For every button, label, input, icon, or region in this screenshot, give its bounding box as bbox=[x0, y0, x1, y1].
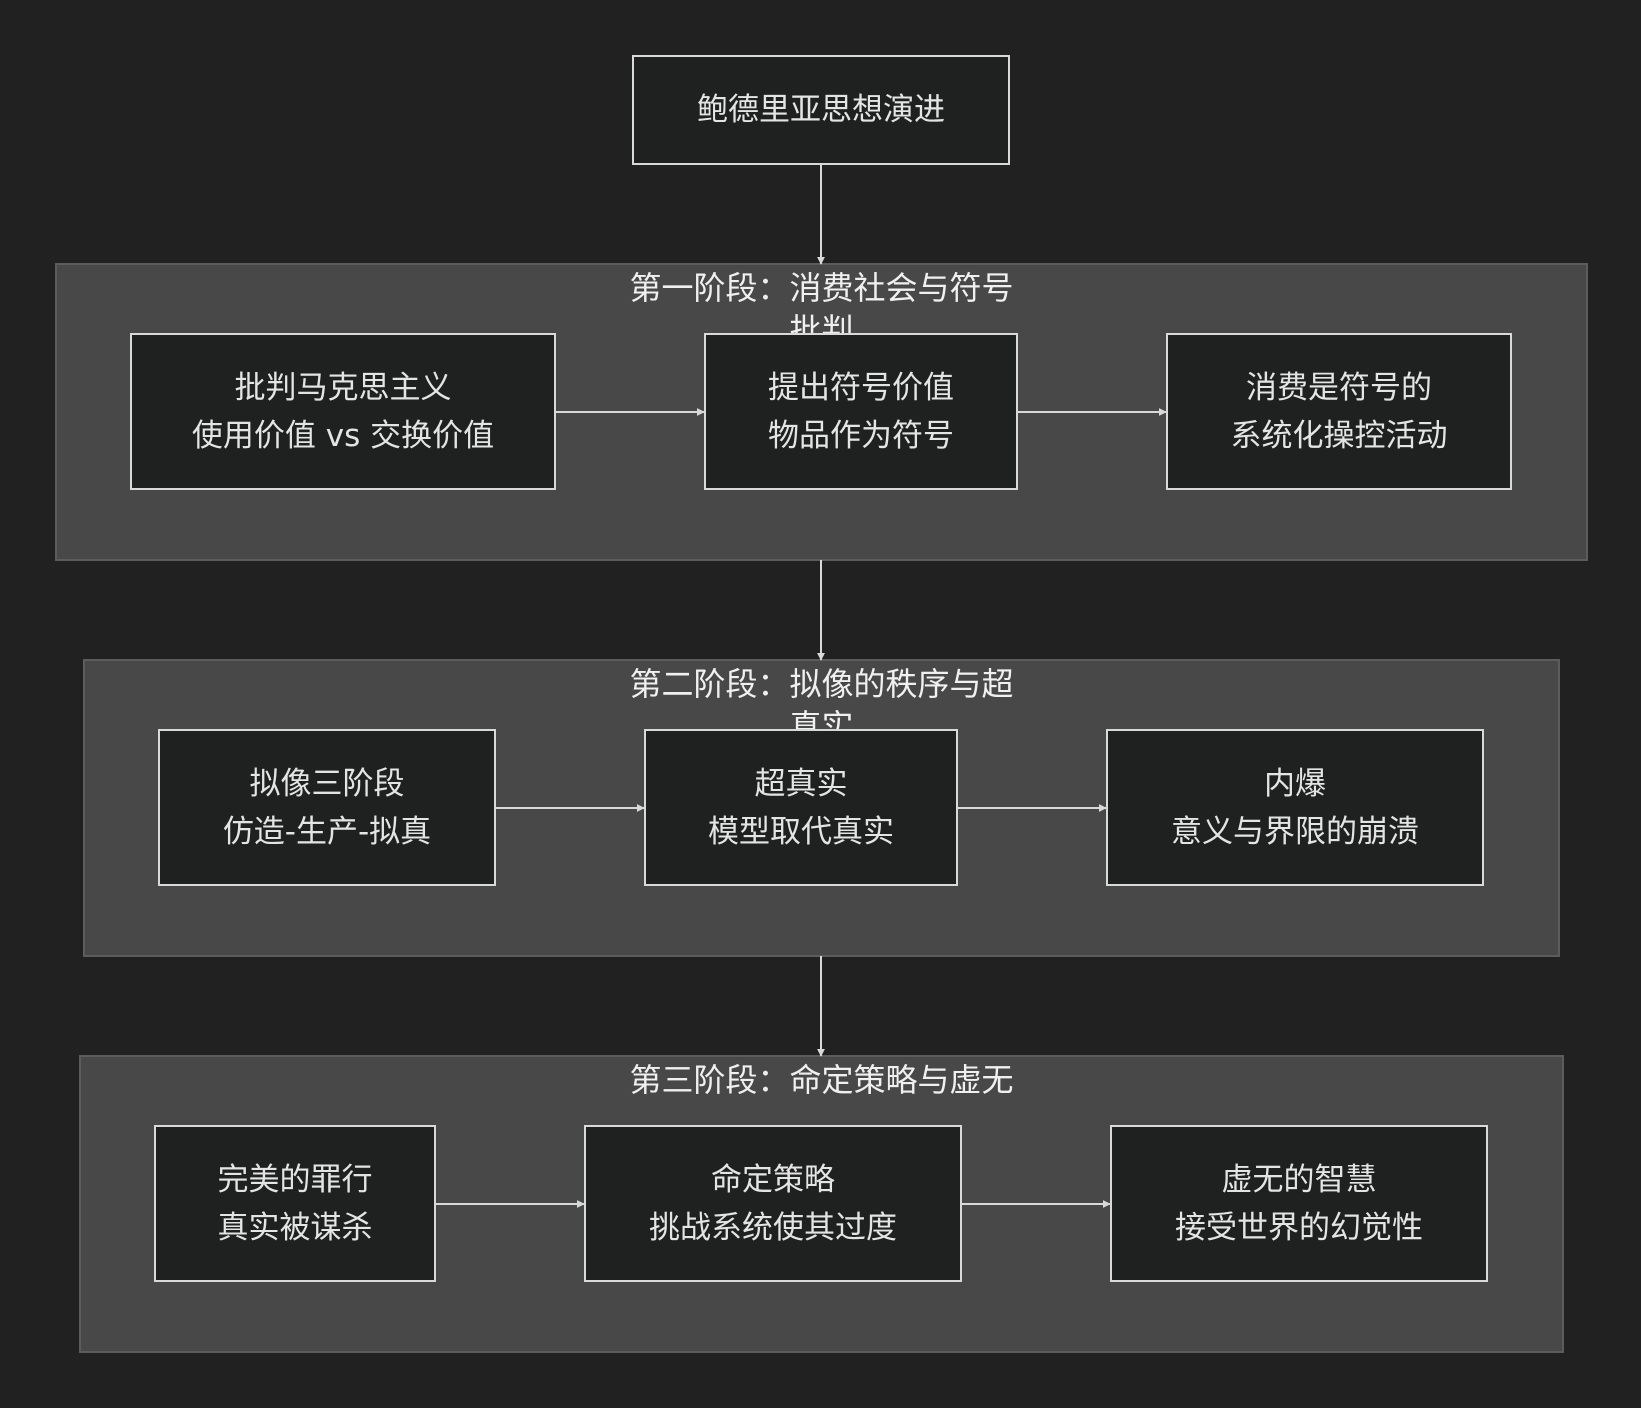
stage-3-node-1[interactable]: 完美的罪行 真实被谋杀 bbox=[154, 1125, 436, 1282]
stage-2-title: 第二阶段：拟像的秩序与超真实 bbox=[629, 665, 1014, 745]
stage-1-node-2[interactable]: 提出符号价值 物品作为符号 bbox=[704, 333, 1018, 490]
node-line-1: 虚无的智慧 bbox=[1221, 1161, 1377, 1198]
node-line-2: 接受世界的幻觉性 bbox=[1175, 1209, 1423, 1246]
stage-1-node-1[interactable]: 批判马克思主义 使用价值 vs 交换价值 bbox=[130, 333, 556, 490]
node-line-1: 批判马克思主义 bbox=[234, 369, 452, 406]
stage-3-node-2[interactable]: 命定策略 挑战系统使其过度 bbox=[584, 1125, 962, 1282]
node-line-1: 内爆 bbox=[1264, 765, 1326, 802]
node-line-1: 完美的罪行 bbox=[217, 1161, 373, 1198]
node-line-2: 物品作为符号 bbox=[768, 417, 954, 454]
node-line-2: 意义与界限的崩溃 bbox=[1171, 813, 1419, 850]
stage-1-node-3[interactable]: 消费是符号的 系统化操控活动 bbox=[1166, 333, 1512, 490]
node-line-2: 仿造-生产-拟真 bbox=[222, 813, 432, 850]
node-line-1: 消费是符号的 bbox=[1246, 369, 1432, 406]
root-node[interactable]: 鲍德里亚思想演进 bbox=[632, 55, 1010, 165]
root-node-label: 鲍德里亚思想演进 bbox=[697, 92, 945, 128]
stage-2-node-2[interactable]: 超真实 模型取代真实 bbox=[644, 729, 958, 886]
stage-2-node-3[interactable]: 内爆 意义与界限的崩溃 bbox=[1106, 729, 1484, 886]
node-line-2: 系统化操控活动 bbox=[1230, 417, 1448, 454]
stage-2-node-1[interactable]: 拟像三阶段 仿造-生产-拟真 bbox=[158, 729, 496, 886]
node-line-2: 挑战系统使其过度 bbox=[649, 1209, 897, 1246]
node-line-2: 使用价值 vs 交换价值 bbox=[191, 417, 495, 454]
node-line-2: 模型取代真实 bbox=[708, 813, 894, 850]
stage-3-title: 第三阶段：命定策略与虚无 bbox=[629, 1061, 1014, 1099]
node-line-1: 超真实 bbox=[754, 765, 848, 802]
stage-3-node-3[interactable]: 虚无的智慧 接受世界的幻觉性 bbox=[1110, 1125, 1488, 1282]
node-line-1: 提出符号价值 bbox=[768, 369, 954, 406]
node-line-2: 真实被谋杀 bbox=[217, 1209, 373, 1246]
node-line-1: 命定策略 bbox=[711, 1161, 835, 1198]
node-line-1: 拟像三阶段 bbox=[249, 765, 405, 802]
